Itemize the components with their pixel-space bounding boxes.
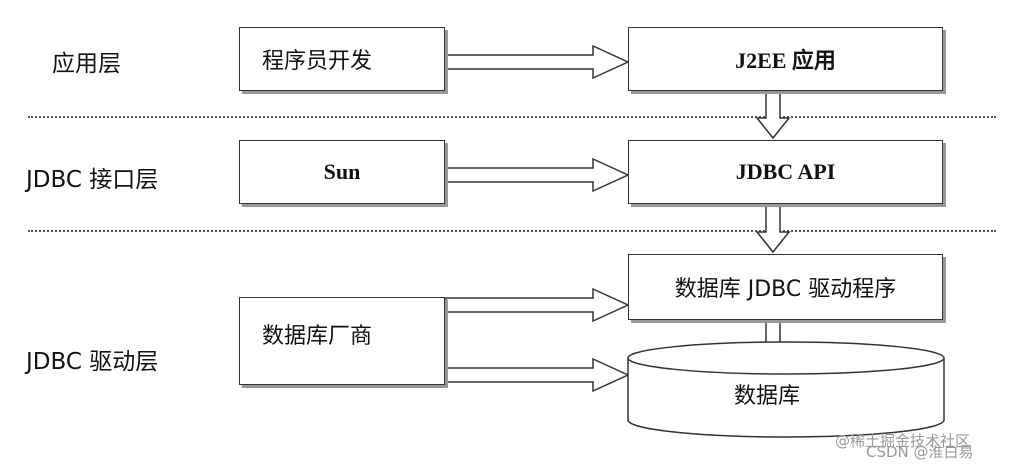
watermark-line1: @稀土掘金技术社区 (835, 432, 971, 450)
layer-divider-bottom (28, 230, 996, 232)
arrow-vendor-to-database (445, 357, 630, 393)
arrow-developer-to-j2ee (445, 44, 630, 80)
j2ee-app-box: J2EE 应用 (628, 27, 943, 91)
arrow-j2ee-to-jdbc-api (755, 91, 791, 140)
layer-label-jdbc-interface: JDBC 接口层 (26, 167, 159, 193)
jdbc-api-box: JDBC API (628, 140, 943, 204)
layer-label-jdbc-driver: JDBC 驱动层 (26, 349, 159, 375)
db-vendor-box: 数据库厂商 (239, 297, 445, 385)
arrow-sun-to-jdbc-api (445, 157, 630, 193)
sun-box: Sun (239, 140, 445, 204)
developer-box: 程序员开发 (239, 27, 445, 91)
watermark-line2: CSDN @淮白易 (866, 443, 974, 461)
arrow-vendor-to-driver (445, 287, 630, 323)
database-cylinder (627, 341, 945, 438)
layer-label-app: 应用层 (52, 51, 121, 77)
database-label: 数据库 (734, 384, 801, 409)
layer-divider-top (28, 116, 996, 118)
arrow-jdbc-api-to-driver (755, 205, 791, 254)
db-jdbc-driver-box: 数据库 JDBC 驱动程序 (628, 254, 943, 320)
